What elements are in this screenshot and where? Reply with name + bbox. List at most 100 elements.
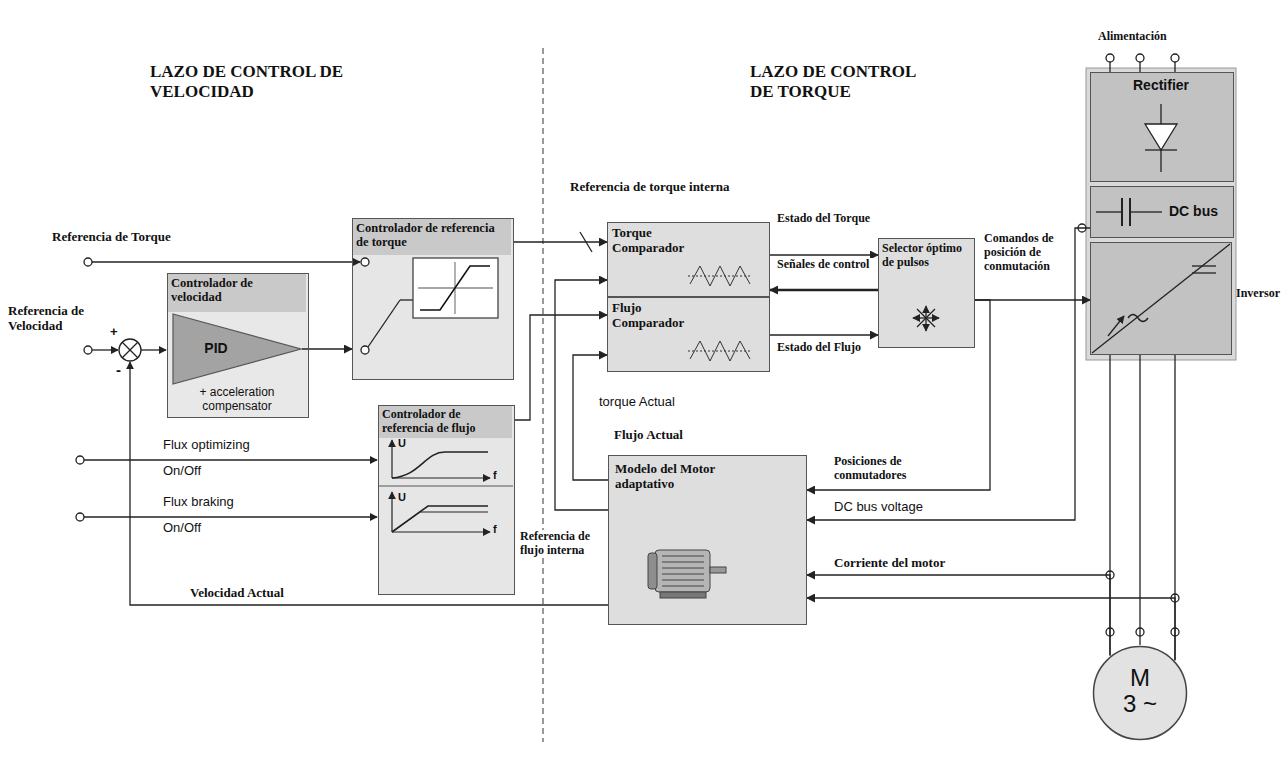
section-divider [543,48,544,742]
node-label: Selector óptimo de pulsos [882,242,972,270]
motor-icon [655,550,710,592]
connector [1174,355,1175,660]
node-fill [878,238,975,348]
inverter-symbol [1108,316,1124,336]
sign-label: + [110,325,118,340]
torque-switch [420,266,490,310]
node-fill [378,405,515,595]
input-label: On/Off [163,464,201,479]
torque-switch [400,299,413,300]
node-fill [1090,72,1234,182]
rectifier-symbol [1145,104,1177,172]
inverter-symbol [1092,244,1230,353]
signal-wire [122,342,138,358]
edge-label: Corriente del motor [832,556,947,571]
axis-label: U [398,491,406,504]
motor-icon [648,550,726,598]
comparator-box: Torque Comparador [607,222,770,297]
power-wire [1174,62,1175,72]
controller-box: Controlador de referencia de torque [352,218,514,380]
signal-wire [84,346,92,354]
hysteresis-symbol [690,341,750,361]
signal-wire [84,516,377,517]
torque-switch [368,300,400,347]
rectifier-symbol [1145,149,1177,150]
torque-switch [361,258,369,266]
signal-wire [92,261,360,262]
signal-wire [84,258,92,266]
signal-label: Velocidad Actual [190,586,284,601]
controller-box: Controlador de velocidad+ acceleration c… [167,273,309,418]
hysteresis-symbol [688,351,752,352]
inverter-box: Inversor [1090,242,1232,355]
power-wire [1139,62,1140,72]
connector [515,315,607,420]
node-fill [607,297,770,372]
flux-graph [378,440,513,532]
power-wire [1171,54,1179,62]
edge-label: Estado del Flujo [775,341,875,355]
connector [770,289,878,292]
node-label: Controlador de velocidad [168,274,306,312]
signal-wire [130,362,608,605]
connector [807,228,1090,520]
flux-graph [392,512,488,532]
node-label: Modelo del Motor adaptativo [615,462,745,492]
flux-graph [392,506,488,532]
motor-icon [660,592,706,598]
motor-icon [662,574,704,575]
edge-label: Comandos de posición de conmutación [982,232,1070,273]
node-label: Inversor [1236,287,1286,301]
power-wire [1109,62,1110,72]
signal-wire [122,342,138,358]
flux-graph [378,485,513,486]
inverter-symbol [1192,265,1216,266]
signal-wire [76,232,608,605]
edge-label: Posiciones de conmutadores [832,455,942,483]
node-label: Controlador de referencia de torque [353,219,511,255]
connector [975,299,1090,300]
axis-label: U [398,437,406,450]
motor-symbol: M 3 ~ [1092,645,1188,741]
connector [573,355,608,480]
pid-block-outline [172,313,302,385]
signal-wire [76,513,84,521]
input-label: Flux optimizing [163,438,250,453]
node-fill [167,72,1234,625]
motor-icon [648,553,657,589]
torque-switch [413,258,498,318]
model-box: Modelo del Motor adaptativo [608,455,807,625]
pid-triangle [173,314,301,384]
signal-wire [141,349,166,350]
connector [1139,355,1140,645]
node-label: DC bus [1169,203,1231,219]
edge-label: DC bus voltage [832,500,925,515]
input-label: Referencia de Torque [52,230,171,245]
supply-label: Alimentación [1098,30,1167,44]
node-label: Rectifier [1091,77,1231,93]
dc-bus-box: DC bus [1090,186,1234,238]
edge-label: Estado del Torque [775,212,875,226]
torque-switch [361,346,369,354]
capacitor-symbol [1121,198,1123,226]
input-label: Referencia de Velocidad [8,304,103,334]
rectifier-symbol [1145,124,1177,150]
node-fill [608,455,807,625]
capacitor-symbol [1130,211,1162,212]
flux-graph [392,452,488,478]
section-title: LAZO DE CONTROL DE VELOCIDAD [150,62,350,101]
node-label: Flujo Comparador [612,301,712,331]
edge-label: Flujo Actual [612,428,685,443]
power-wire [1106,54,1114,62]
signal-wire [76,456,84,464]
node-fill [1090,242,1232,355]
connector [807,300,990,490]
signal-wire [119,339,141,361]
power-wire [1136,54,1144,62]
torque-switch [361,258,498,354]
hysteresis-symbol [688,266,752,361]
motor-icon [662,562,704,563]
